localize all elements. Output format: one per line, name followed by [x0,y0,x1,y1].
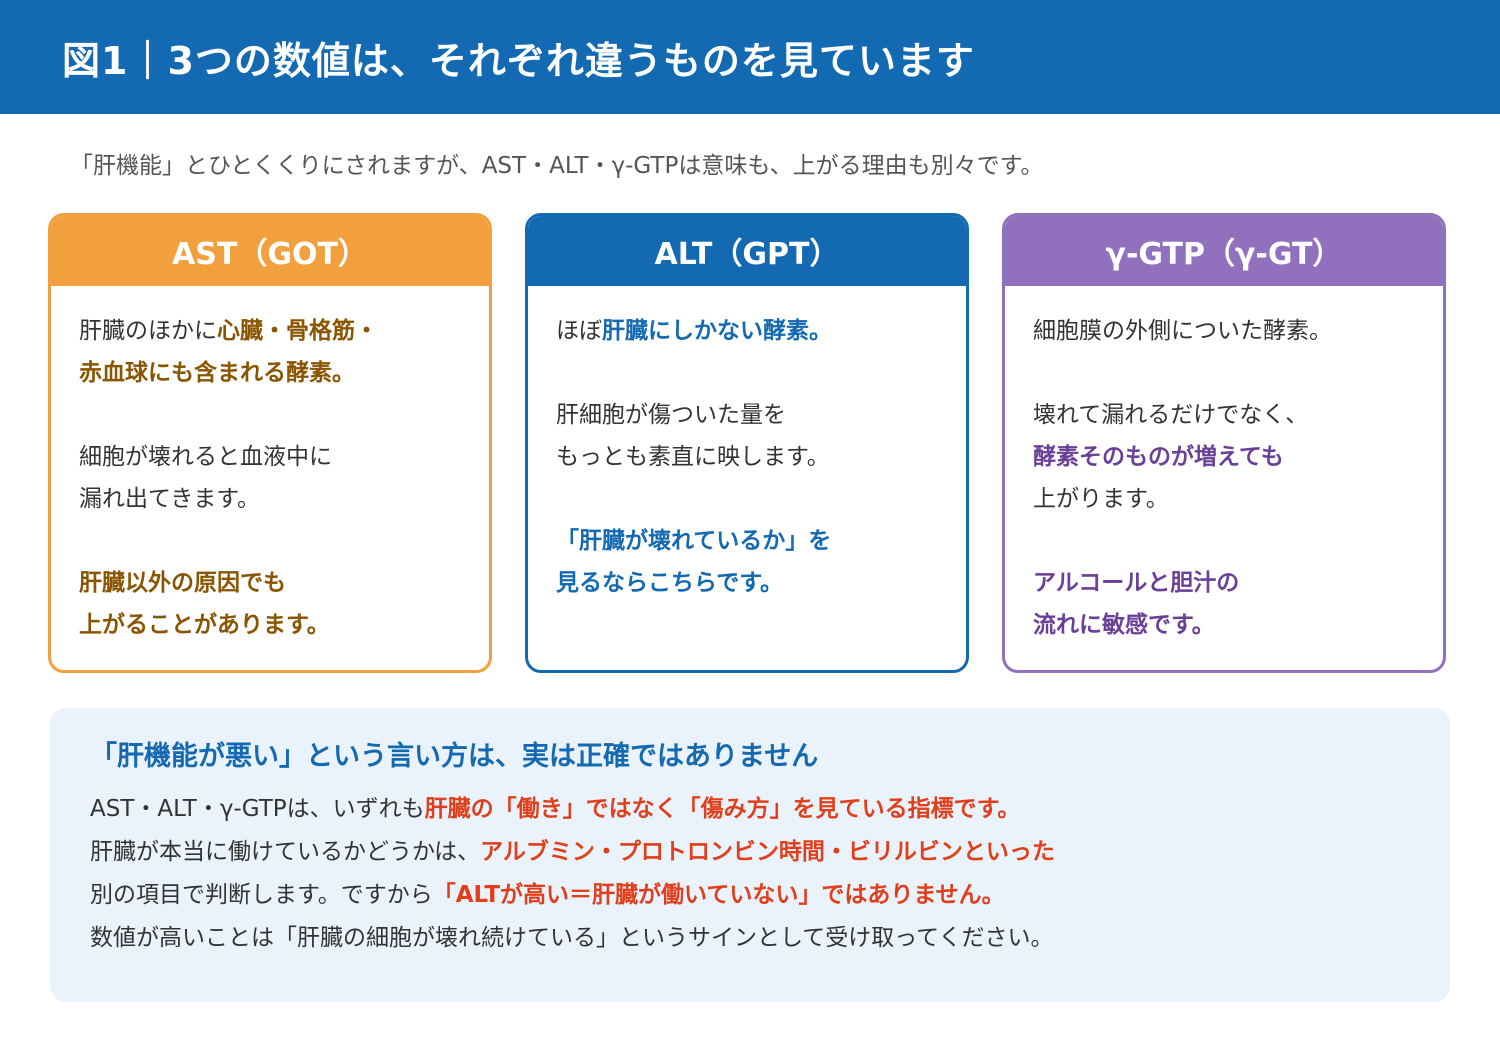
card-alt-p3-line-2: 見るならこちらです。 [556,570,784,596]
card-alt-paragraph-2: 肝細胞が傷ついた量を もっとも素直に映します。 [556,394,938,478]
card-ggt-paragraph-3: アルコールと胆汁の 流れに敏感です。 [1033,562,1415,646]
note-box: 「肝機能が悪い」という言い方は、実は正確ではありません AST・ALT・γ-GT… [50,708,1450,1002]
note-line-3-emphasis: 「ALTが高い＝肝臓が働いていない」ではありません。 [432,882,1005,908]
card-alt-title: ALT（GPT） [528,216,966,286]
card-ast-p2-line-2: 漏れ出てきます。 [79,486,261,512]
card-ggt-p2-line-1: 壊れて漏れるだけでなく、 [1033,402,1309,428]
card-ast-paragraph-2: 細胞が壊れると血液中に 漏れ出てきます。 [79,436,461,520]
card-alt-paragraph-1: ほぼ肝臓にしかない酵素。 [556,310,938,352]
card-ast-p1-emphasis-2: 赤血球にも含まれる酵素。 [79,360,355,386]
note-line-3: 別の項目で判断します。ですから「ALTが高い＝肝臓が働いていない」ではありません… [90,874,1055,917]
note-line-2: 肝臓が本当に働けているかどうかは、アルブミン・プロトロンビン時間・ビリルビンとい… [90,831,1055,874]
card-ast-p1-emphasis: 心臓・骨格筋・ [217,318,378,344]
lead-text: 「肝機能」とひとくくりにされますが、AST・ALT・γ-GTPは意味も、上がる理… [70,153,1044,179]
note-line-1: AST・ALT・γ-GTPは、いずれも肝臓の「働き」ではなく「傷み方」を見ている… [90,788,1055,831]
card-alt-p2-line-1: 肝細胞が傷ついた量を [556,402,786,428]
note-line-2-text: 肝臓が本当に働けているかどうかは、 [90,839,481,865]
note-line-2-emphasis: アルブミン・プロトロンビン時間・ビリルビンといった [480,839,1055,865]
card-alt: ALT（GPT） ほぼ肝臓にしかない酵素。 肝細胞が傷ついた量を もっとも素直に… [525,213,969,673]
card-ast: AST（GOT） 肝臓のほかに心臓・骨格筋・ 赤血球にも含まれる酵素。 細胞が壊… [48,213,492,673]
note-title: 「肝機能が悪い」という言い方は、実は正確ではありません [90,741,819,772]
card-ggt-paragraph-2: 壊れて漏れるだけでなく、 酵素そのものが増えても 上がります。 [1033,394,1415,520]
card-ggt-body: 細胞膜の外側についた酵素。 壊れて漏れるだけでなく、 酵素そのものが増えても 上… [1005,286,1443,646]
card-ggt: γ-GTP（γ-GT） 細胞膜の外側についた酵素。 壊れて漏れるだけでなく、 酵… [1002,213,1446,673]
card-ast-title: AST（GOT） [51,216,489,286]
card-ggt-p1-text: 細胞膜の外側についた酵素。 [1033,318,1332,344]
note-line-4-text: 数値が高いことは「肝臓の細胞が壊れ続けている」というサインとして受け取ってくださ… [90,925,1054,951]
card-ggt-title: γ-GTP（γ-GT） [1005,216,1443,286]
card-alt-p3-line-1: 「肝臓が壊れているか」を [556,528,832,554]
card-ggt-p3-line-1: アルコールと胆汁の [1033,570,1240,596]
note-line-4: 数値が高いことは「肝臓の細胞が壊れ続けている」というサインとして受け取ってくださ… [90,917,1055,960]
card-ggt-p2-line-3: 上がります。 [1033,486,1169,512]
page-title: 図1｜3つの数値は、それぞれ違うものを見ています [62,39,975,83]
card-ast-p2-line-1: 細胞が壊れると血液中に [79,444,332,470]
card-ggt-p3-line-2: 流れに敏感です。 [1033,612,1215,638]
card-ggt-paragraph-1: 細胞膜の外側についた酵素。 [1033,310,1415,352]
card-ast-paragraph-1: 肝臓のほかに心臓・骨格筋・ 赤血球にも含まれる酵素。 [79,310,461,394]
header-bar: 図1｜3つの数値は、それぞれ違うものを見ています [0,0,1500,114]
card-alt-body: ほぼ肝臓にしかない酵素。 肝細胞が傷ついた量を もっとも素直に映します。 「肝臓… [528,286,966,604]
card-ast-body: 肝臓のほかに心臓・骨格筋・ 赤血球にも含まれる酵素。 細胞が壊れると血液中に 漏… [51,286,489,646]
note-line-1-emphasis: 肝臓の「働き」ではなく「傷み方」を見ている指標です。 [424,796,1021,822]
card-ast-p1-text: 肝臓のほかに [79,318,217,344]
note-body: AST・ALT・γ-GTPは、いずれも肝臓の「働き」ではなく「傷み方」を見ている… [90,788,1055,960]
card-alt-paragraph-3: 「肝臓が壊れているか」を 見るならこちらです。 [556,520,938,604]
card-ast-p3-line-2: 上がることがあります。 [79,612,330,638]
card-alt-p1-text: ほぼ [556,318,602,344]
card-ggt-p2-emphasis: 酵素そのものが増えても [1033,444,1284,470]
card-alt-p1-emphasis: 肝臓にしかない酵素。 [602,318,832,344]
note-line-1-text: AST・ALT・γ-GTPは、いずれも [90,796,425,822]
card-alt-p2-line-2: もっとも素直に映します。 [556,444,830,470]
note-line-3-text: 別の項目で判断します。ですから [90,882,433,908]
card-ast-p3-line-1: 肝臓以外の原因でも [79,570,286,596]
card-ast-paragraph-3: 肝臓以外の原因でも 上がることがあります。 [79,562,461,646]
